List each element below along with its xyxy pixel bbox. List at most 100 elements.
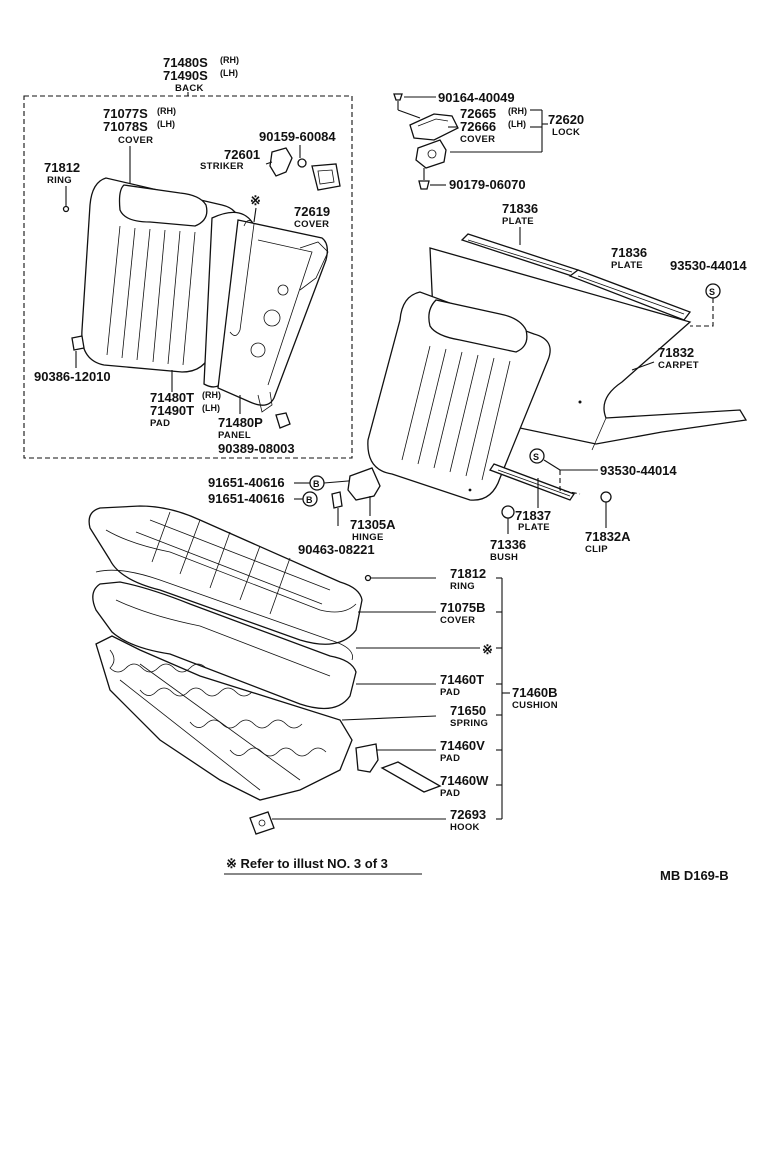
seat-back-drawing <box>81 177 329 413</box>
pad-v-number: 71460V <box>440 738 485 753</box>
lock-drawing <box>409 113 459 169</box>
back-cover-name: COVER <box>118 135 153 146</box>
cover-72619-part <box>311 163 341 191</box>
plates-drawing <box>460 233 692 321</box>
bolt-striker-part <box>297 158 307 168</box>
back-cover-rh-side: (RH) <box>157 106 176 116</box>
clip-71832a-part <box>600 491 612 503</box>
hook-name: HOOK <box>450 822 480 833</box>
back-assembly-frame <box>23 92 353 459</box>
back-lh-number: 71490S <box>163 68 208 83</box>
pad-w-label: 71460W PAD <box>440 773 489 799</box>
ring-top-number: 71812 <box>44 160 80 175</box>
lock-label: 72620 LOCK <box>450 109 584 153</box>
bolt-91651-a-sym: B <box>313 479 320 489</box>
lock-cover-label: 72665 (RH) 72666 (LH) COVER <box>448 106 527 145</box>
cushion-cover-label: 71075B COVER <box>358 600 486 626</box>
ref-mark-back: ※ <box>250 193 261 208</box>
bolt-91651-b-sym: B <box>306 495 313 505</box>
screw-93530-b-number: 93530-44014 <box>600 463 677 478</box>
back-pad-label: 71480T (RH) 71490T (LH) PAD <box>150 370 221 429</box>
hinge-drawing <box>331 467 381 526</box>
plate-71837-number: 71837 <box>515 508 551 523</box>
carpet-name: CARPET <box>658 360 699 371</box>
clip-90386-number: 90386-12010 <box>34 369 111 384</box>
clip-90386-label: 90386-12010 <box>34 335 111 384</box>
spring-number: 71650 <box>450 703 486 718</box>
screw-93530-a-label: 93530-44014 S <box>670 258 747 327</box>
cushion-cover-name: COVER <box>440 615 475 626</box>
screw-lock-label: 90179-06070 <box>418 168 526 192</box>
back-rh-side: (RH) <box>220 55 239 65</box>
screw-93530-b-part <box>529 448 545 464</box>
screw-top-part <box>393 93 403 101</box>
screw-93530-a-number: 93530-44014 <box>670 258 747 273</box>
illust-code: MB D169-B <box>660 868 729 883</box>
ring-bottom-name: RING <box>450 581 475 592</box>
back-cover-rh-number: 71077S <box>103 106 148 121</box>
pad-w-part <box>380 761 442 793</box>
hinge-label: 71305A HINGE <box>350 517 396 543</box>
bush-label: 71336 BUSH <box>490 505 526 563</box>
plate-a-label: 71836 PLATE <box>502 201 538 245</box>
lock-cover-rh-side: (RH) <box>508 106 527 116</box>
screw-top-label: 90164-40049 <box>393 90 515 105</box>
pad-w-number: 71460W <box>440 773 489 788</box>
striker-name: STRIKER <box>200 161 244 172</box>
back-cover-label: 71077S (RH) 71078S (LH) COVER <box>103 106 176 185</box>
clip-90389-number: 90389-08003 <box>218 441 295 456</box>
bolt-striker-number: 90159-60084 <box>259 129 336 144</box>
lock-part <box>415 139 447 169</box>
carpet-number: 71832 <box>658 345 694 360</box>
spring-part <box>95 635 353 801</box>
bolt-91651-b-label: 91651-40616 B <box>208 491 318 507</box>
spring-name: SPRING <box>450 718 488 729</box>
clip-90386-part <box>71 335 85 351</box>
seat-back-right-drawing <box>367 291 551 501</box>
cushion-label: 71460B CUSHION <box>512 685 558 711</box>
hinge-name: HINGE <box>352 532 384 543</box>
clip-71832a-name: CLIP <box>585 544 608 555</box>
screw-top-number: 90164-40049 <box>438 90 515 105</box>
striker-label: 72601 STRIKER <box>200 147 293 177</box>
pad-v-label: 71460V PAD <box>376 738 485 764</box>
hook-label: 72693 HOOK <box>272 807 486 833</box>
cover-72619-number: 72619 <box>294 204 330 219</box>
bolt-91651-a-label: 91651-40616 B <box>208 475 361 491</box>
back-pad-lh-side: (LH) <box>202 403 220 413</box>
cushion-drawing <box>88 505 442 835</box>
panel-number: 71480P <box>218 415 263 430</box>
cushion-pad-name: PAD <box>440 687 460 698</box>
cushion-pad-label: 71460T PAD <box>356 672 484 698</box>
plate-71837-name: PLATE <box>518 522 550 533</box>
cover-72619-name: COVER <box>294 219 329 230</box>
footnote-text: ※ Refer to illust NO. 3 of 3 <box>226 856 388 871</box>
spring-label: 71650 SPRING <box>341 703 488 729</box>
plate-a-name: PLATE <box>502 216 534 227</box>
back-label: 71480S (RH) 71490S (LH) BACK <box>163 55 239 94</box>
plate-71837-label: 71837 PLATE <box>515 478 551 533</box>
cushion-pad-number: 71460T <box>440 672 484 687</box>
back-pad-rh-side: (RH) <box>202 390 221 400</box>
carpet-label: 71832 CARPET <box>631 345 699 371</box>
cushion-number: 71460B <box>512 685 558 700</box>
bush-name: BUSH <box>490 552 518 563</box>
ring-bottom-part <box>364 574 372 582</box>
cushion-pad-part <box>92 581 357 710</box>
footnote: ※ Refer to illust NO. 3 of 3 <box>224 856 422 875</box>
striker-number: 72601 <box>224 147 260 162</box>
ring-top-part <box>62 205 70 213</box>
pad-w-name: PAD <box>440 788 460 799</box>
lock-cover-lh-number: 72666 <box>460 119 496 134</box>
plate-a-number: 71836 <box>502 201 538 216</box>
hinge-number: 71305A <box>350 517 396 532</box>
hinge-part <box>347 467 381 501</box>
lock-cover-lh-side: (LH) <box>508 119 526 129</box>
clip-71832a-label: 71832A CLIP <box>585 491 631 555</box>
bolt-striker-label: 90159-60084 <box>259 129 336 168</box>
cushion-bracket <box>496 577 510 820</box>
back-cover-lh-number: 71078S <box>103 119 148 134</box>
cushion-name: CUSHION <box>512 700 558 711</box>
back-lh-side: (LH) <box>220 68 238 78</box>
